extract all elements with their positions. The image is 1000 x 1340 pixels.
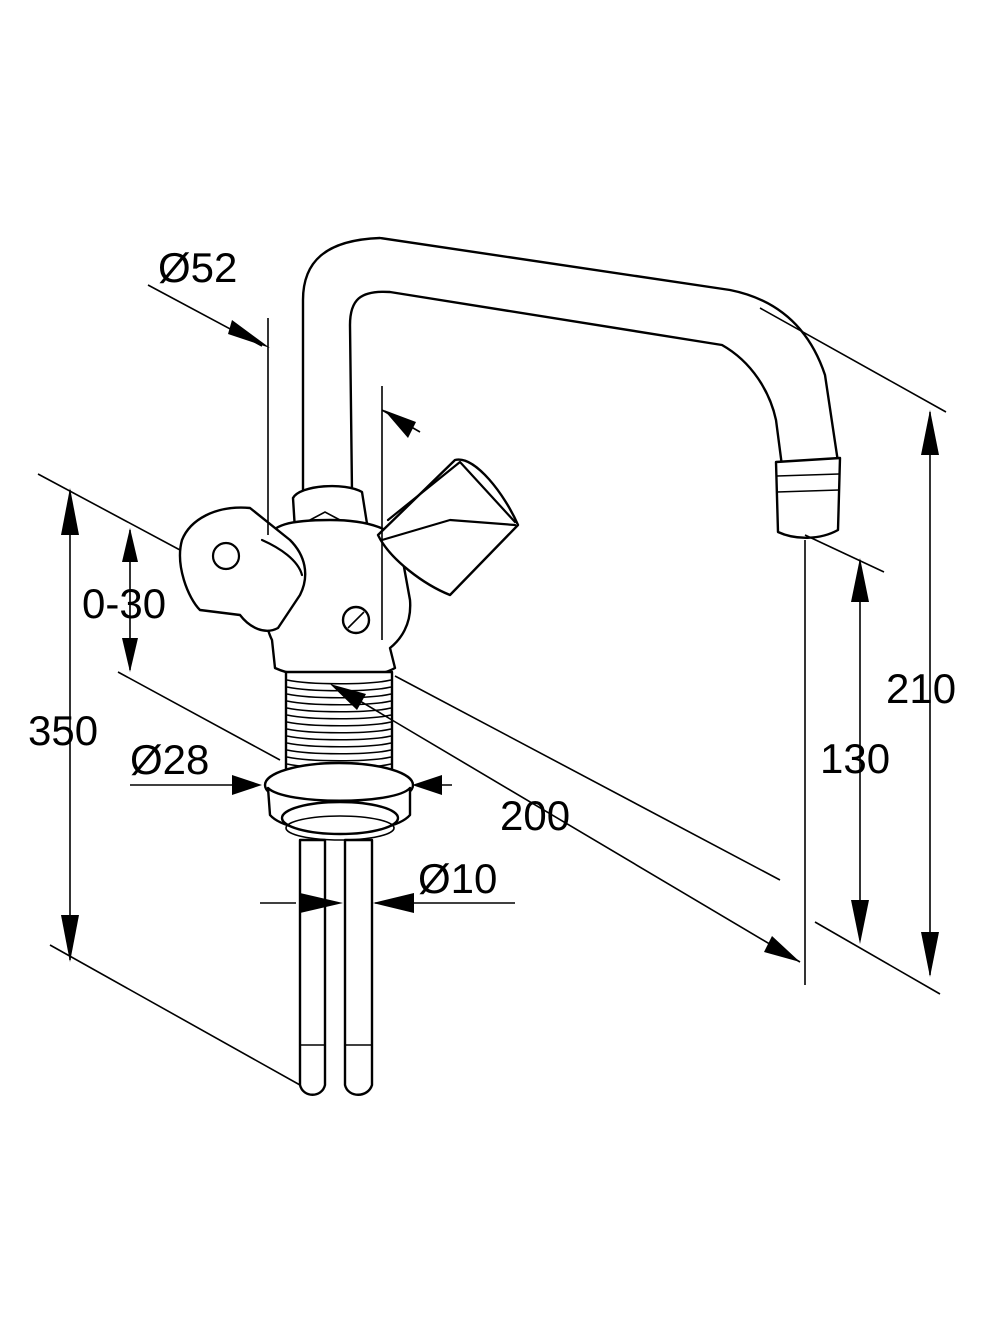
supply-hoses: [298, 838, 374, 1096]
right-handle: [376, 458, 520, 597]
label-spout-height: 210: [886, 665, 956, 712]
dimension-lines: [37, 284, 947, 1086]
label-shank-diameter: Ø28: [130, 736, 209, 783]
label-outlet-height: 130: [820, 735, 890, 782]
left-handle: [178, 506, 307, 632]
label-hose-diameter: Ø10: [418, 855, 497, 902]
faucet: [178, 236, 842, 1096]
spout-aerator: [774, 456, 842, 539]
label-reach: 200: [500, 792, 570, 839]
label-total-height: 350: [28, 707, 98, 754]
mounting-washer: [263, 761, 415, 841]
spout-tube: [301, 236, 840, 494]
label-spout-diameter: Ø52: [158, 244, 237, 291]
label-swivel-angle: 0-30: [82, 580, 166, 627]
